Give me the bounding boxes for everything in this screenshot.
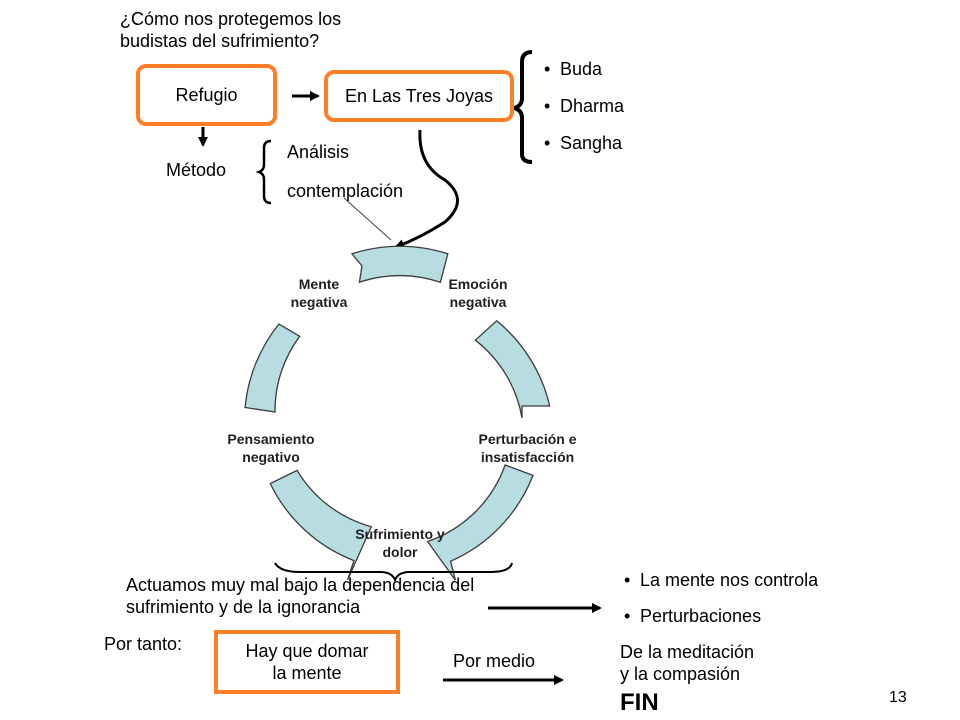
contemplacion-pointer — [343, 197, 392, 241]
cycle-mente-negativa: Mente negativa — [274, 275, 364, 311]
cycle-pensamiento-line-2: negativo — [242, 449, 300, 465]
por-tanto-label: Por tanto: — [104, 634, 183, 654]
por-medio-label: Por medio — [453, 651, 536, 671]
actuamos-line-2: sufrimiento y de la ignorancia — [126, 597, 361, 617]
actuamos-text: Actuamos muy mal bajo la dependencia del… — [126, 574, 474, 618]
domar-box: Hay que domar la mente — [214, 630, 400, 694]
joya-sangha: Sangha — [544, 132, 624, 154]
cycle-emocion-negativa: Emoción negativa — [428, 275, 528, 311]
cycle-mente-line-2: negativa — [290, 294, 348, 310]
cycle-segment-top — [350, 245, 449, 284]
consecuencia-perturbaciones: Perturbaciones — [624, 605, 818, 627]
tres-joyas-label: En Las Tres Joyas — [344, 86, 494, 106]
cycle-segment-left-lower — [269, 469, 373, 581]
title-line-2: budistas del sufrimiento? — [120, 31, 320, 51]
cycle-pensamiento: Pensamiento negativo — [196, 430, 346, 466]
cycle-ring — [244, 245, 551, 581]
refugio-box: Refugio — [136, 64, 277, 126]
joyas-list: Buda Dharma Sangha — [544, 58, 624, 154]
meditacion-line-1: De la meditación — [620, 642, 755, 662]
fin-label: FIN — [620, 689, 659, 716]
cycle-emocion-line-2: negativa — [449, 294, 507, 310]
arrow-joyas-to-cycle — [394, 129, 459, 249]
consecuencias-list: La mente nos controla Perturbaciones — [624, 569, 818, 627]
cycle-mente-line-1: Mente — [298, 276, 340, 292]
joya-buda: Buda — [544, 58, 624, 80]
refugio-label: Refugio — [175, 85, 238, 105]
joyas-brace — [513, 50, 533, 164]
title-question: ¿Cómo nos protegemos los budistas del su… — [120, 8, 341, 52]
tres-joyas-box: En Las Tres Joyas — [324, 70, 514, 122]
cycle-segment-right-upper — [474, 319, 551, 419]
cycle-sufrimiento-line-1: Sufrimiento y — [355, 526, 445, 542]
domar-line-2: la mente — [272, 663, 342, 683]
cycle-sufrimiento: Sufrimiento y dolor — [330, 525, 470, 561]
page-number: 13 — [889, 689, 907, 706]
joya-dharma: Dharma — [544, 95, 624, 117]
meditacion-line-2: y la compasión — [620, 664, 741, 684]
consecuencia-mente: La mente nos controla — [624, 569, 818, 591]
metodo-item-contemplacion: contemplación — [287, 181, 404, 201]
metodo-item-analisis: Análisis — [287, 142, 350, 162]
meditacion-text: De la meditación y la compasión — [620, 641, 754, 685]
domar-line-1: Hay que domar — [245, 641, 369, 661]
cycle-pensamiento-line-1: Pensamiento — [227, 431, 315, 447]
metodo-label: Método — [166, 160, 227, 180]
cycle-perturbacion: Perturbación e insatisfacción — [450, 430, 605, 466]
cycle-segment-left-upper — [244, 323, 301, 413]
cycle-emocion-line-1: Emoción — [448, 276, 508, 292]
cycle-perturbacion-line-1: Perturbación e — [478, 431, 577, 447]
cycle-sufrimiento-line-2: dolor — [382, 544, 418, 560]
metodo-brace — [255, 139, 272, 205]
cycle-perturbacion-line-2: insatisfacción — [480, 449, 575, 465]
cycle-segment-right-lower — [426, 464, 534, 581]
actuamos-line-1: Actuamos muy mal bajo la dependencia del — [126, 575, 475, 595]
title-line-1: ¿Cómo nos protegemos los — [120, 9, 342, 29]
cycle-bottom-brace — [274, 562, 513, 583]
